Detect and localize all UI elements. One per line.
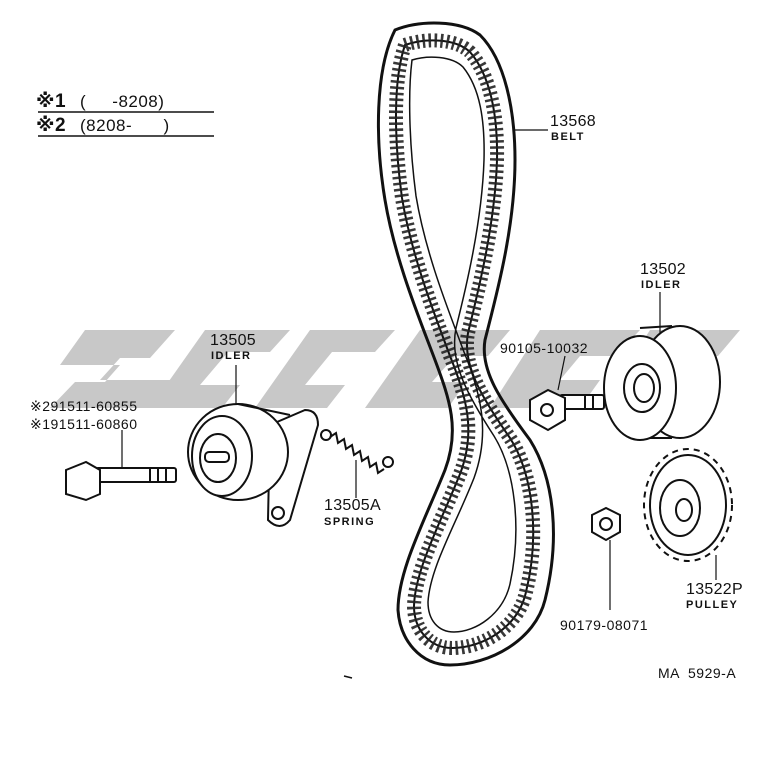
spring — [320, 429, 394, 475]
belt-part-name: BELT — [551, 131, 585, 143]
spring-part-number: 13505A — [324, 497, 381, 514]
nut — [591, 506, 621, 542]
pulley-part-name: PULLEY — [686, 599, 739, 611]
belt-part-number: 13568 — [550, 113, 596, 130]
idler-left — [187, 403, 320, 527]
idler-right — [603, 325, 721, 441]
bolt-left — [65, 460, 177, 502]
nut-part-number: 90179-08071 — [560, 617, 649, 633]
diagram-code: MA 5929-A — [658, 665, 737, 681]
idler-left-part-name: IDLER — [211, 350, 252, 362]
bolt-right-part-number: 90105-10032 — [500, 340, 589, 356]
legend-row-1-mark: ※1 — [36, 91, 67, 112]
idler-left-part-number: 13505 — [210, 332, 256, 349]
legend-row-1-range: ( -8208) — [80, 92, 165, 111]
bolt-left-alt-1-part-number: ※191511-60860 — [30, 416, 138, 432]
idler-right-part-name: IDLER — [641, 279, 682, 291]
idler-right-part-number: 13502 — [640, 261, 686, 278]
timing-belt — [376, 21, 555, 667]
bolt-right — [529, 388, 605, 432]
bolt-left-alt-2-part-number: ※291511-60855 — [30, 398, 138, 414]
legend-rules — [38, 111, 214, 137]
pulley-part-number: 13522P — [686, 581, 743, 598]
spring-part-name: SPRING — [324, 516, 376, 528]
legend-row-2-mark: ※2 — [36, 115, 67, 136]
pulley — [643, 448, 733, 562]
leader-lines — [121, 129, 717, 610]
legend-row-2-range: (8208- ) — [80, 116, 170, 135]
